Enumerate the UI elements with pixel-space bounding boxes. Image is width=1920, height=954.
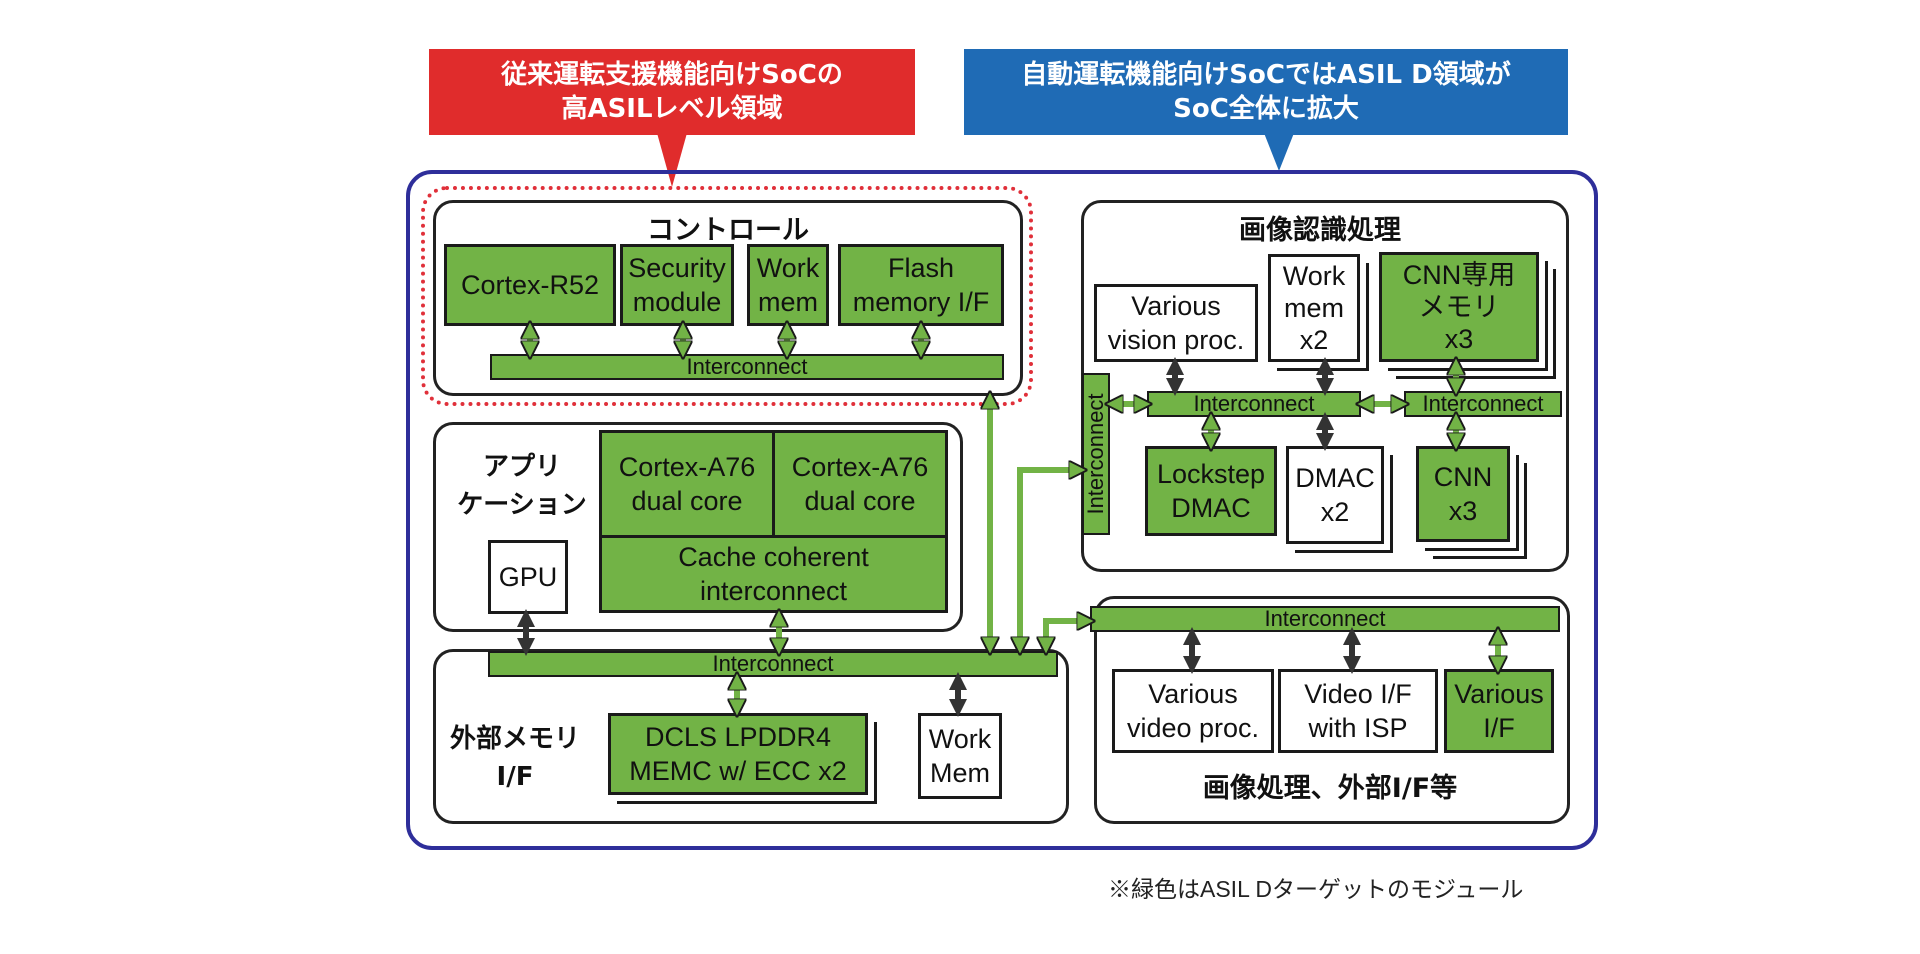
cnn-mem-line-3: x3	[1444, 324, 1474, 354]
video-if-line-2: with ISP	[1308, 713, 1408, 743]
lockstep-line-2: DMAC	[1171, 493, 1251, 523]
soc-frame	[406, 170, 1598, 850]
cortex-a76-cluster-2: Cortex-A76 dual core	[772, 430, 948, 538]
control-work-mem-line-2: mem	[758, 287, 818, 317]
cache-line-2: interconnect	[699, 576, 848, 606]
legacy-callout-pointer	[657, 133, 687, 187]
legacy-callout-line-2: 高ASILレベル領域	[561, 94, 783, 124]
security-line-1: Security	[628, 253, 726, 283]
legacy-asil-callout: 従来運転支援機能向けSoCの 高ASILレベル領域	[429, 49, 915, 135]
video-proc-line-2: video proc.	[1126, 713, 1260, 743]
control-work-mem: Work mem	[747, 244, 829, 326]
recognition-interconnect-label: Interconnect	[1193, 391, 1315, 416]
control-interconnect: Interconnect	[490, 354, 1004, 380]
cache-line-1: Cache coherent	[678, 542, 869, 572]
cnn-dedicated-memory: CNN専用 メモリ x3	[1379, 252, 1539, 362]
recognition-interconnect: Interconnect	[1147, 391, 1361, 417]
video-if-line-1: Video I/F	[1304, 679, 1412, 709]
cnn-interconnect-label: Interconnect	[1422, 391, 1544, 416]
vision-line-1: Various	[1131, 291, 1221, 321]
a76-1-line-2: dual core	[631, 486, 743, 516]
ext-work-mem-line-2: Mem	[930, 758, 990, 788]
ext-mem-label-line-1: 外部メモリ	[449, 724, 580, 754]
various-if: Various I/F	[1444, 669, 1554, 753]
a76-2-line-1: Cortex-A76	[791, 452, 929, 482]
recognition-work-mem: Work mem x2	[1268, 254, 1360, 362]
dmac-line-2: x2	[1320, 497, 1350, 527]
security-line-2: module	[632, 287, 722, 317]
lockstep-dmac: Lockstep DMAC	[1145, 446, 1277, 536]
rec-work-mem-line-1: Work	[1282, 261, 1346, 291]
high-asil-region	[421, 186, 1033, 406]
gpu-label: GPU	[498, 562, 558, 592]
security-module: Security module	[620, 244, 734, 326]
recognition-vertical-interconnect: Interconnect	[1082, 373, 1110, 535]
application-label-line-1: アプリ	[482, 452, 561, 482]
autonomous-asil-callout: 自動運転機能向けSoCではASIL D領域が SoC全体に拡大	[964, 49, 1568, 135]
cache-coherent-interconnect: Cache coherent interconnect	[599, 535, 948, 613]
dcls-lpddr4-memc: DCLS LPDDR4 MEMC w/ ECC x2	[608, 713, 868, 795]
flash-line-1: Flash	[887, 253, 955, 283]
cnn-line-2: x3	[1448, 496, 1478, 526]
main-interconnect-label: Interconnect	[712, 651, 834, 676]
vertical-interconnect-label: Interconnect	[1083, 393, 1108, 515]
vision-line-2: vision proc.	[1107, 325, 1245, 355]
video-if-with-isp: Video I/F with ISP	[1278, 669, 1438, 753]
lockstep-line-1: Lockstep	[1156, 459, 1266, 489]
application-label: アプリ ケーション	[452, 448, 592, 524]
footnote: ※緑色はASIL Dターゲットのモジュール	[1108, 876, 1524, 902]
control-interconnect-label: Interconnect	[686, 354, 808, 379]
video-interconnect-label: Interconnect	[1264, 606, 1386, 631]
control-title: コントロール	[647, 215, 809, 246]
cnn-interconnect: Interconnect	[1404, 391, 1562, 417]
autonomous-callout-pointer	[1264, 133, 1294, 171]
cnn-x3: CNN x3	[1416, 446, 1510, 542]
external-work-mem: Work Mem	[918, 713, 1002, 799]
legacy-callout-line-1: 従来運転支援機能向けSoCの	[501, 60, 843, 90]
rec-work-mem-line-3: x2	[1299, 325, 1329, 355]
various-if-line-1: Various	[1454, 679, 1544, 709]
video-proc-line-1: Various	[1148, 679, 1238, 709]
application-label-line-2: ケーション	[457, 490, 587, 520]
cortex-a76-cluster-1: Cortex-A76 dual core	[599, 430, 775, 538]
control-work-mem-line-1: Work	[756, 253, 820, 283]
a76-2-line-2: dual core	[804, 486, 916, 516]
a76-1-line-1: Cortex-A76	[618, 452, 756, 482]
cortex-r52-module: Cortex-R52	[444, 244, 616, 326]
flash-line-2: memory I/F	[852, 287, 990, 317]
rec-work-mem-line-2: mem	[1284, 293, 1344, 323]
cnn-mem-line-1: CNN専用	[1402, 260, 1516, 290]
dmac-line-1: DMAC	[1295, 463, 1375, 493]
cortex-r52-label: Cortex-R52	[460, 270, 600, 300]
cnn-mem-line-2: メモリ	[1418, 292, 1500, 322]
main-interconnect: Interconnect	[488, 651, 1058, 677]
dcls-line-2: MEMC w/ ECC x2	[629, 756, 847, 786]
various-if-line-2: I/F	[1483, 713, 1515, 743]
image-processing-title: 画像処理、外部I/F等	[1202, 773, 1458, 804]
autonomous-callout-line-1: 自動運転機能向けSoCではASIL D領域が	[1021, 60, 1511, 90]
various-vision-proc: Various vision proc.	[1094, 284, 1258, 362]
dcls-line-1: DCLS LPDDR4	[644, 722, 832, 752]
various-video-proc: Various video proc.	[1112, 669, 1274, 753]
dmac-x2: DMAC x2	[1286, 446, 1384, 544]
video-interconnect: Interconnect	[1090, 606, 1560, 632]
autonomous-callout-line-2: SoC全体に拡大	[1173, 94, 1359, 124]
ext-mem-label-line-2: I/F	[496, 762, 534, 792]
external-memory-label: 外部メモリ I/F	[440, 720, 590, 796]
gpu-module: GPU	[488, 540, 568, 614]
image-recognition-title: 画像認識処理	[1239, 215, 1401, 246]
cnn-line-1: CNN	[1433, 462, 1493, 492]
ext-work-mem-line-1: Work	[928, 724, 992, 754]
flash-memory-if: Flash memory I/F	[838, 244, 1004, 326]
